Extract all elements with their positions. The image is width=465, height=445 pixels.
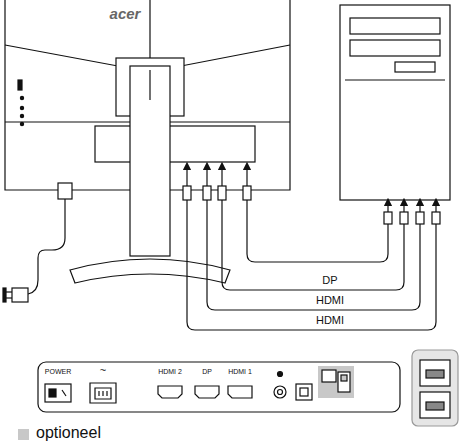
wall-plug: [12, 288, 28, 302]
port-label: ~: [100, 364, 106, 376]
cable: [207, 200, 420, 310]
cable-label: DP: [322, 274, 337, 286]
port-label: HDMI 1: [228, 368, 252, 376]
pc-tower: [340, 5, 450, 200]
stand-base: [70, 259, 230, 283]
port-label: HDMI 2: [158, 368, 182, 376]
audio-jack: [274, 386, 286, 398]
optional-area: [318, 366, 354, 398]
hdmi-port: [195, 386, 219, 398]
port-label: POWER: [45, 368, 71, 376]
power-switch: [45, 384, 71, 402]
brand-logo: acer: [110, 6, 141, 23]
cable: [187, 200, 436, 330]
port-recess: [95, 126, 255, 162]
ac-inlet: [90, 383, 116, 403]
cable: [222, 200, 404, 290]
port-label: DP: [202, 368, 212, 376]
dp-port: [228, 386, 252, 398]
cable: [247, 200, 388, 262]
stand-neck: [130, 66, 170, 256]
cable-label: HDMI: [316, 294, 344, 306]
legend-swatch: [18, 429, 29, 440]
cable-label: HDMI: [316, 314, 344, 326]
usb-b-port: [296, 384, 312, 400]
cable-connectors: [183, 186, 440, 224]
legend-text: optioneel: [36, 424, 101, 442]
optional-usb-panel: [412, 350, 458, 426]
power-cord: [28, 199, 65, 294]
power-plug: [58, 183, 72, 199]
port-panel: [38, 362, 400, 412]
hdmi-port: [158, 386, 182, 398]
